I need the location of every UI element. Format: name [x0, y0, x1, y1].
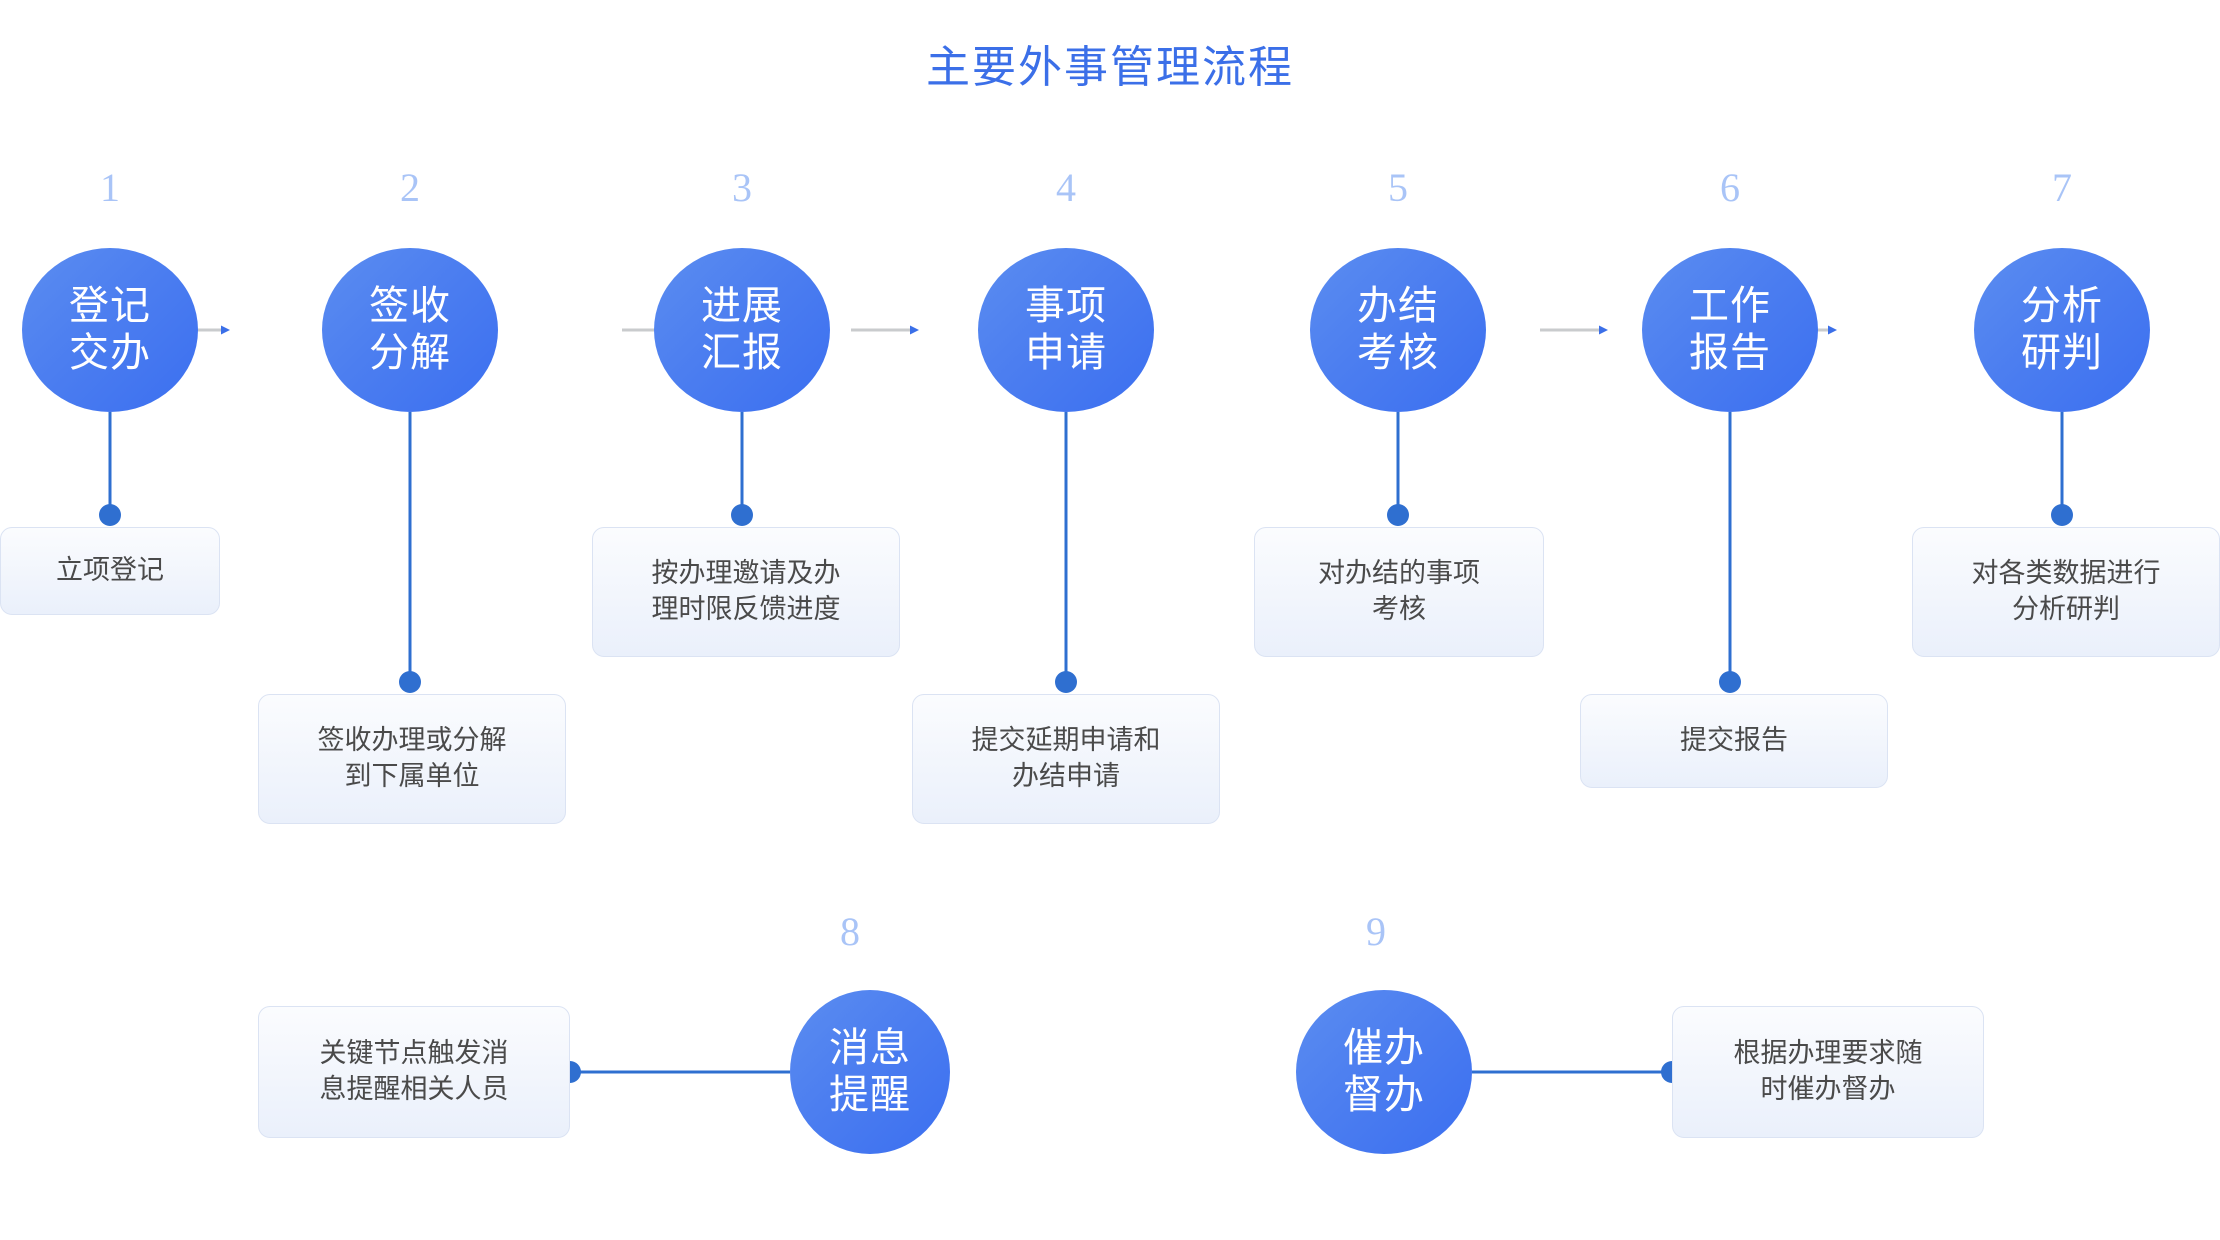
step-node-2[interactable]: 签收 分解	[322, 248, 498, 412]
step-description-3-line1: 按办理邀请及办	[651, 558, 841, 589]
step-description-4-line1: 提交延期申请和	[971, 725, 1161, 756]
step-node-8-line2: 提醒	[829, 1073, 911, 1117]
step-description-7[interactable]: 对各类数据进行 分析研判	[1912, 527, 2220, 657]
step-number-6: 6	[1720, 165, 1740, 210]
step-node-7[interactable]: 分析 研判	[1974, 248, 2150, 412]
step-description-4-line2: 办结申请	[1012, 761, 1120, 791]
step-description-2-line2: 到下属单位	[344, 761, 480, 791]
step-description-5[interactable]: 对办结的事项 考核	[1254, 527, 1544, 657]
step-number-1: 1	[100, 165, 120, 210]
step-node-4-line2: 申请	[1025, 331, 1107, 375]
step-description-1-line1: 立项登记	[56, 555, 164, 586]
step-node-1[interactable]: 登记 交办	[22, 248, 198, 412]
step-description-2-line1: 签收办理或分解	[317, 725, 507, 756]
step-node-6[interactable]: 工作 报告	[1642, 248, 1818, 412]
step-number-4: 4	[1056, 165, 1076, 210]
step-node-5-line1: 办结	[1357, 283, 1439, 328]
step-node-8[interactable]: 消息 提醒	[790, 990, 950, 1154]
step-node-5[interactable]: 办结 考核	[1310, 248, 1486, 412]
step-number-5: 5	[1388, 165, 1408, 210]
step-description-8-line2: 息提醒相关人员	[319, 1074, 509, 1104]
step-node-6-line2: 报告	[1689, 331, 1771, 375]
step-description-1[interactable]: 立项登记	[0, 527, 220, 615]
step-node-2-line1: 签收	[369, 283, 451, 328]
step-description-8[interactable]: 关键节点触发消 息提醒相关人员	[258, 1006, 570, 1138]
step-description-4[interactable]: 提交延期申请和 办结申请	[912, 694, 1220, 824]
step-description-5-line1: 对办结的事项	[1318, 558, 1480, 589]
step-node-7-line1: 分析	[2021, 283, 2103, 328]
step-node-4-line1: 事项	[1025, 283, 1107, 328]
step-node-9[interactable]: 催办 督办	[1296, 990, 1472, 1154]
step-number-3: 3	[732, 165, 752, 210]
step-description-5-line2: 考核	[1372, 594, 1426, 624]
page-title: 主要外事管理流程	[926, 43, 1294, 92]
step-node-1-line1: 登记	[69, 283, 151, 328]
step-node-3-line2: 汇报	[701, 331, 783, 375]
step-number-7: 7	[2052, 165, 2072, 210]
step-number-8: 8	[840, 909, 860, 954]
step-node-9-line2: 督办	[1343, 1073, 1425, 1117]
step-description-3-line2: 理时限反馈进度	[651, 594, 841, 624]
step-description-6-line1: 提交报告	[1680, 725, 1788, 756]
step-description-7-line2: 分析研判	[2012, 594, 2120, 624]
step-description-9-line2: 时催办督办	[1760, 1074, 1896, 1104]
step-description-8-line1: 关键节点触发消	[319, 1038, 509, 1069]
step-node-3-line1: 进展	[701, 283, 783, 328]
step-number-9: 9	[1366, 909, 1386, 954]
step-description-3[interactable]: 按办理邀请及办 理时限反馈进度	[592, 527, 900, 657]
step-node-3[interactable]: 进展 汇报	[654, 248, 830, 412]
step-description-7-line1: 对各类数据进行	[1971, 558, 2161, 589]
step-description-2[interactable]: 签收办理或分解 到下属单位	[258, 694, 566, 824]
step-description-9[interactable]: 根据办理要求随 时催办督办	[1672, 1006, 1984, 1138]
step-node-6-line1: 工作	[1689, 283, 1771, 328]
step-number-2: 2	[400, 165, 420, 210]
step-node-4[interactable]: 事项 申请	[978, 248, 1154, 412]
step-node-2-line2: 分解	[369, 331, 451, 375]
step-node-8-line1: 消息	[829, 1025, 911, 1070]
step-node-1-line2: 交办	[69, 331, 151, 375]
step-node-5-line2: 考核	[1357, 331, 1439, 375]
step-description-9-line1: 根据办理要求随	[1733, 1038, 1923, 1069]
step-node-7-line2: 研判	[2021, 331, 2103, 375]
step-node-9-line1: 催办	[1343, 1025, 1425, 1070]
step-description-6[interactable]: 提交报告	[1580, 694, 1888, 788]
